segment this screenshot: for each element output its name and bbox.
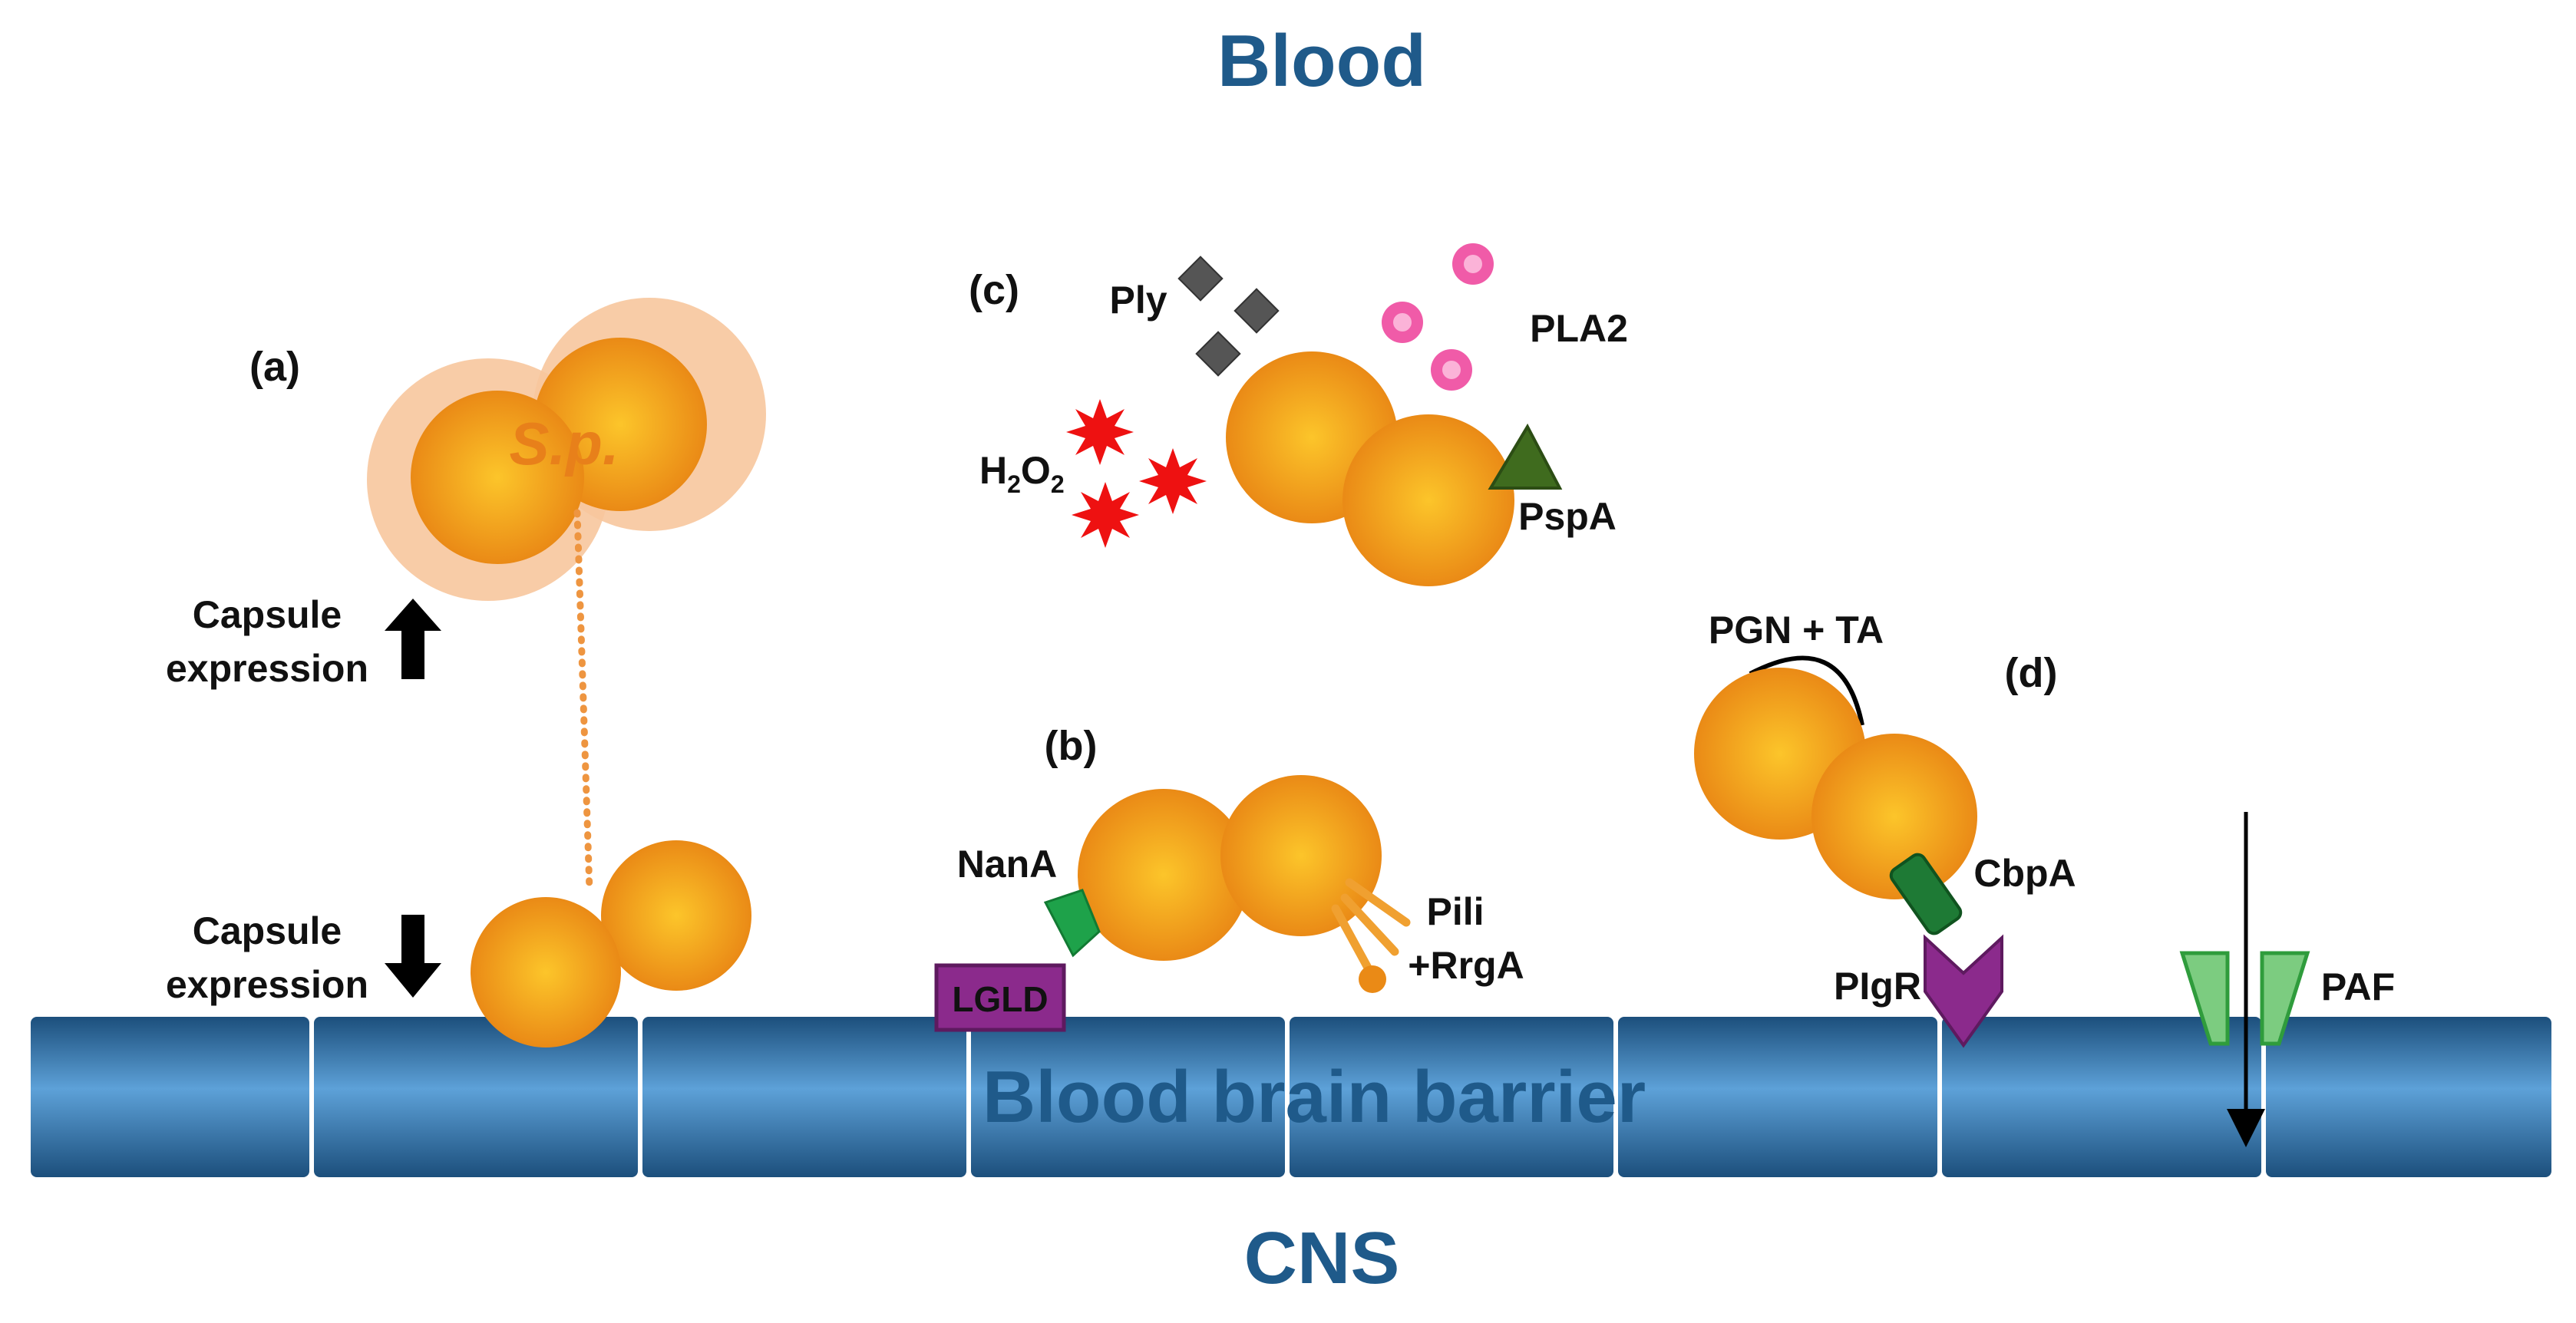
- pgn-ta-arc: [1749, 655, 1864, 726]
- bacterium-panel-d: [1694, 668, 1977, 899]
- paf-receptor-icon: [2260, 951, 2310, 1046]
- pigr-label: PIgR: [1834, 965, 1921, 1008]
- h2o2-label: H2O2: [979, 449, 1065, 498]
- endothelial-cell: [642, 1017, 966, 1177]
- pigr-receptor-icon: [1924, 934, 2003, 1048]
- bacterium-cell: [1811, 734, 1977, 899]
- bacterium-cell: [1078, 789, 1250, 961]
- capsule-down-line1: Capsule: [193, 909, 342, 952]
- streptococcus-label: S.p.: [509, 410, 619, 477]
- panel-a-label: (a): [249, 344, 300, 390]
- blood-title: Blood: [1217, 20, 1426, 102]
- bacterium-cell: [411, 391, 584, 564]
- barrier-label: Blood brain barrier: [983, 1056, 1646, 1138]
- nana-protein-icon: [1043, 889, 1101, 958]
- capsule-up-line1: Capsule: [193, 593, 342, 636]
- paf-receptor-icon: [2179, 951, 2230, 1046]
- endothelial-cell: [2266, 1017, 2551, 1177]
- bacterium-cell: [601, 840, 751, 991]
- capsule-up-line2: expression: [166, 647, 368, 690]
- h2o2-icon: [1072, 482, 1139, 548]
- encapsulated-bacterium: S.p.: [367, 298, 766, 601]
- panel-c-label: (c): [969, 267, 1019, 313]
- pla2-label: PLA2: [1530, 307, 1628, 350]
- endothelial-cell: [1290, 1017, 1613, 1177]
- h2o2-icon: [1139, 448, 1207, 514]
- pgn-ta-label: PGN + TA: [1709, 609, 1884, 652]
- blood-brain-barrier: [31, 1017, 2551, 1177]
- endothelial-cell: [1942, 1017, 2261, 1177]
- panel-d-label: (d): [2005, 650, 2058, 696]
- bacterium-cell: [1342, 414, 1514, 586]
- cns-title: CNS: [1244, 1217, 1400, 1299]
- h2o2-icon: [1066, 399, 1134, 465]
- pili-rrga-icon: [1331, 878, 1411, 993]
- pspa-protein-icon: [1488, 423, 1563, 490]
- capsule-down-line2: expression: [166, 963, 368, 1006]
- lgld-receptor: [934, 963, 1066, 1032]
- bacterium-panel-c: [1226, 351, 1514, 586]
- bacterium-cell: [471, 897, 621, 1048]
- endothelial-cell: [1618, 1017, 1937, 1177]
- nana-label: NanA: [957, 843, 1058, 886]
- ply-toxin-icon: [1234, 288, 1280, 334]
- pspa-label: PspA: [1518, 495, 1617, 538]
- cbpa-protein-icon: [1889, 853, 1963, 935]
- capsule-transition-dotted-line: [573, 509, 593, 894]
- ply-toxin-icon: [1177, 256, 1224, 302]
- ply-label: Ply: [1109, 279, 1167, 322]
- bacterium-panel-b: [1078, 775, 1382, 961]
- arrow-down-icon: [385, 915, 441, 998]
- paf-label: PAF: [2321, 965, 2395, 1008]
- endothelial-cell: [314, 1017, 638, 1177]
- cbpa-label: CbpA: [1973, 852, 2076, 895]
- endothelial-cell: [31, 1017, 309, 1177]
- ply-toxin-icon: [1195, 331, 1241, 377]
- arrow-up-icon: [385, 599, 441, 679]
- panel-b-label: (b): [1045, 723, 1098, 769]
- lgld-label: LGLD: [952, 979, 1048, 1019]
- pili-label: Pili: [1426, 890, 1484, 933]
- h2o2-icons: [1066, 399, 1207, 548]
- rrga-label: +RrgA: [1408, 944, 1524, 987]
- endothelial-cell: [971, 1017, 1285, 1177]
- pla2-icons: [1382, 243, 1494, 391]
- unencapsulated-bacterium: [471, 840, 751, 1048]
